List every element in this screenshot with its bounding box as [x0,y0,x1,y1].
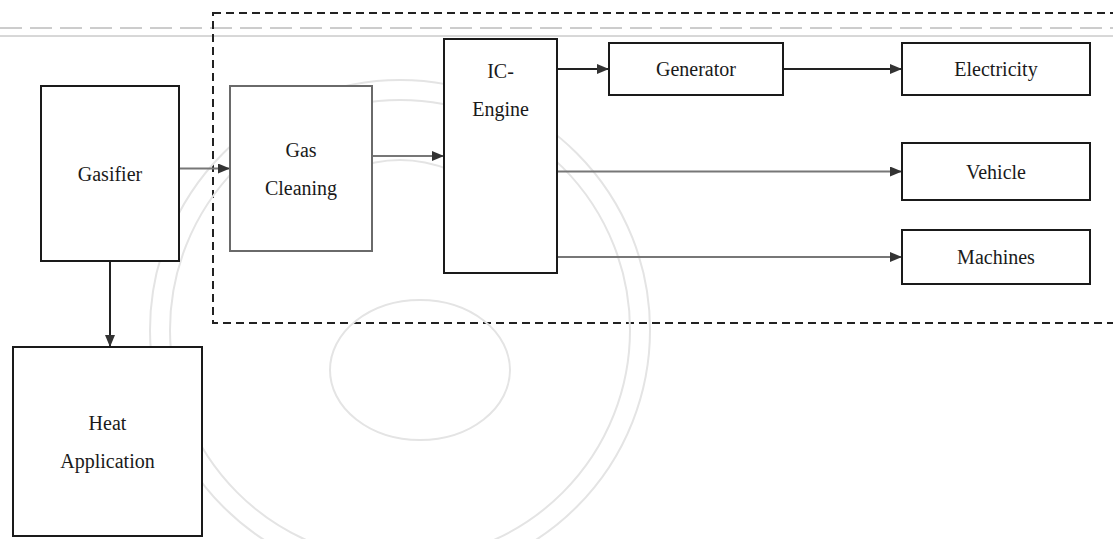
node-label: Machines [911,238,1081,276]
gasifier-box: Gasifier [40,85,180,262]
flow-arrow [109,262,111,346]
scan-line [0,28,1113,29]
dashed-region [213,13,1113,323]
flow-arrow [373,155,443,157]
cleaning-box: Gas Cleaning [229,85,373,252]
engine-box: IC- Engine [443,38,558,274]
heat-box: Heat Application [12,346,203,537]
node-label: Gasifier [50,155,170,193]
output-box: Electricity [901,42,1091,96]
flow-arrow [558,68,608,70]
node-label: Heat Application [43,404,173,480]
scan-line [0,36,1113,37]
node-label: Vehicle [911,153,1081,191]
node-label: IC- Engine [471,52,531,128]
output-box: Vehicle [901,142,1091,201]
watermark [150,80,650,539]
flow-arrow [558,256,901,258]
node-label: Gas Cleaning [251,131,351,207]
flow-arrow [784,68,901,70]
output-box: Machines [901,229,1091,285]
node-label: Electricity [911,50,1081,88]
flow-arrow [180,168,229,170]
generator-box: Generator [608,42,784,96]
node-label: Generator [616,50,776,88]
flow-arrow [558,171,901,173]
